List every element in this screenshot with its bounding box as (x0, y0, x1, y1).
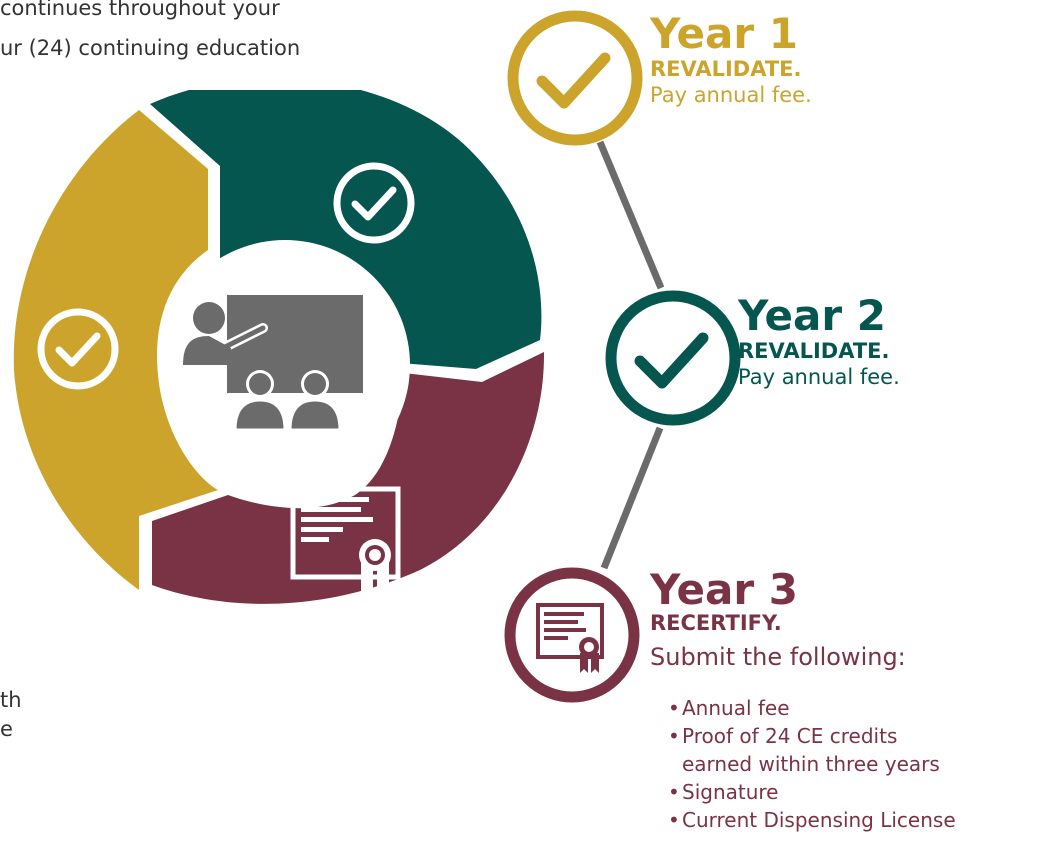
year-3-certificate-icon (504, 567, 640, 703)
year-1-action: REVALIDATE. (650, 57, 802, 81)
year-2-check-icon (605, 290, 741, 426)
year-1-text: Year 1 REVALIDATE. Pay annual fee. (650, 12, 812, 108)
year-1-check-icon (507, 10, 643, 146)
certificate-icon (290, 486, 401, 597)
connector-year2-year3 (600, 426, 664, 570)
requirement-license: Current Dispensing License (682, 808, 956, 832)
list-item: •Annual fee (668, 696, 790, 720)
cycle-segment-year-3 (152, 352, 545, 604)
intro-text-line-1: continues throughout your (0, 0, 280, 20)
intro-text-line-2: ur (24) continuing education (0, 36, 301, 60)
requirements-list: •Annual fee •Proof of 24 CE credits earn… (668, 694, 956, 834)
year-1-subtitle: Pay annual fee. (650, 83, 812, 107)
list-item: •Current Dispensing License (668, 808, 956, 832)
year-3-title: Year 3 (650, 565, 798, 614)
outro-text-line-1: th (0, 688, 22, 712)
requirement-annual-fee: Annual fee (682, 696, 790, 720)
connector-year1-year2 (596, 140, 665, 290)
check-icon (333, 162, 415, 244)
year-2-title: Year 2 (738, 291, 886, 340)
year-3-subtitle: Submit the following: (650, 643, 906, 671)
requirement-signature: Signature (682, 780, 779, 804)
year-3-action: RECERTIFY. (650, 611, 782, 635)
list-item: •Signature (668, 780, 779, 804)
year-2-subtitle: Pay annual fee. (738, 365, 900, 389)
year-2-text: Year 2 REVALIDATE. Pay annual fee. (738, 294, 900, 390)
year-3-text: Year 3 RECERTIFY. Submit the following: (650, 565, 906, 671)
check-icon (37, 308, 119, 390)
list-item-continuation: earned within three years (668, 750, 956, 778)
year-1-title: Year 1 (650, 9, 798, 58)
requirement-ce-credits: Proof of 24 CE credits (682, 724, 898, 748)
list-item: •Proof of 24 CE credits (668, 724, 898, 748)
classroom-icon (183, 295, 363, 432)
requirement-ce-credits-cont: earned within three years (682, 752, 940, 776)
outro-text-line-2: e (0, 717, 13, 741)
year-2-action: REVALIDATE. (738, 339, 890, 363)
